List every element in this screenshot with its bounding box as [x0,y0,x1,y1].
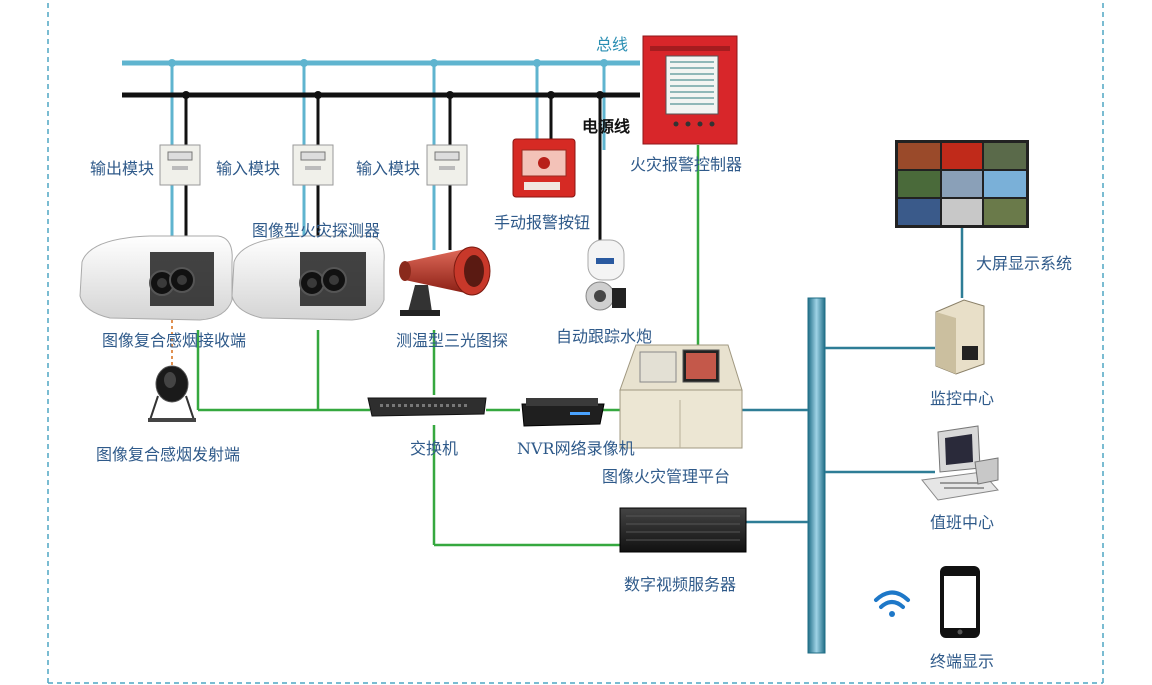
power-line-label: 电源线 [582,117,631,136]
image-fire-detector-camera-icon [231,235,385,321]
duty-desktop-computer-icon [921,425,999,501]
composite-receiver-label: 图像复合感烟接收端 [102,331,247,350]
input-module-icon [426,144,468,186]
water-cannon-icon [585,239,626,311]
duty-center-label: 值班中心 [930,513,995,532]
nvr-recorder-icon [521,398,605,427]
network-switch-icon [367,397,487,417]
network-backbone [738,228,964,654]
bus-line-label: 总线 [596,35,629,54]
monitor-center-label: 监控中心 [930,389,995,408]
big-screen-label: 大屏显示系统 [976,254,1073,273]
bus-line [122,59,640,150]
fire-controller-label: 火灾报警控制器 [630,155,743,174]
composite-emitter-label: 图像复合感烟发射端 [96,445,241,464]
power-line [122,91,640,250]
nvr-label: NVR网络录像机 [517,439,635,458]
wifi-icon [874,590,910,617]
input-module-label-2: 输入模块 [356,159,421,178]
fire-platform-label: 图像火灾管理平台 [602,467,731,486]
tri-light-probe-icon [399,246,491,316]
smartphone-icon [940,566,980,638]
water-cannon-label: 自动跟踪水炮 [556,327,653,346]
monitor-server-tower-icon [935,299,985,375]
image-fire-detector-label: 图像型火灾探测器 [252,221,381,240]
input-module-label-1: 输入模块 [216,159,281,178]
output-module-label: 输出模块 [90,159,155,178]
terminal-display-label: 终端显示 [930,652,995,671]
output-module-icon [159,144,201,186]
fire-alarm-controller [642,35,738,145]
manual-button-label: 手动报警按钮 [494,213,591,232]
video-wall-icon [895,140,1029,228]
switch-label: 交换机 [410,439,459,458]
manual-alarm-button-icon [512,138,576,198]
network-links [196,145,700,547]
video-server-label: 数字视频服务器 [624,575,737,594]
input-module-icon [292,144,334,186]
composite-emitter-icon [148,365,196,422]
composite-receiver-camera-icon [79,235,233,321]
video-server-rack-icon [619,507,747,553]
fire-management-console-icon [619,344,743,449]
dashed-border [47,3,1104,685]
tri-light-probe-label: 测温型三光图探 [396,331,509,350]
